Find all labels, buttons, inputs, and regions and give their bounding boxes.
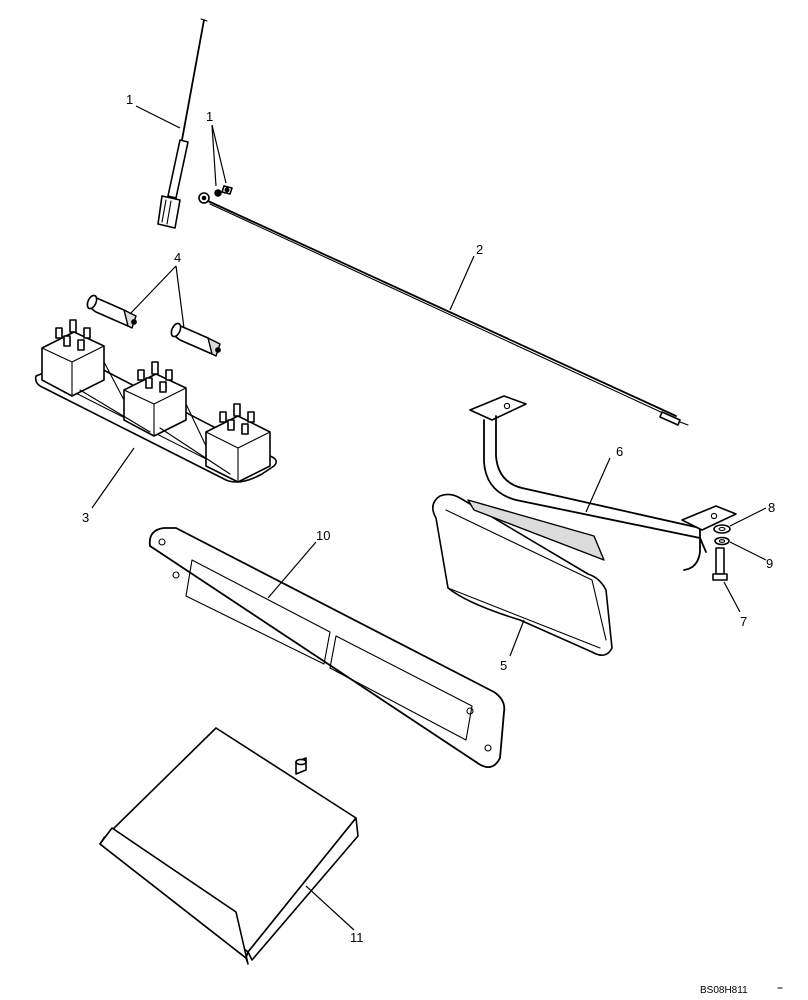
callout-4: 4 <box>174 250 181 265</box>
callout-3: 3 <box>82 510 89 525</box>
lamp-socket-terminals <box>55 319 255 435</box>
mirror-bolt <box>712 547 728 581</box>
callout-9: 9 <box>766 556 773 571</box>
callout-6: 6 <box>616 444 623 459</box>
antenna-whip <box>157 18 208 229</box>
lamp-bulb-upper <box>86 294 137 329</box>
callout-2: 2 <box>476 242 483 257</box>
lamp-housing <box>34 331 278 483</box>
callout-11: 11 <box>350 930 364 945</box>
callout-1-mount: 1 <box>206 109 213 124</box>
callout-8: 8 <box>768 500 775 515</box>
lamp-bulb-lower <box>170 322 221 357</box>
mirror-arm <box>469 395 737 571</box>
antenna-mount-hardware <box>214 185 233 197</box>
dome-light-box <box>99 727 359 965</box>
drawing-code: BS08H811 <box>700 985 748 996</box>
callout-1-antenna: 1 <box>126 92 133 107</box>
lamp-gasket <box>148 527 506 768</box>
leader-lines <box>91 105 767 931</box>
callout-10: 10 <box>316 528 330 543</box>
lock-washer <box>714 536 730 546</box>
mirror <box>432 493 613 656</box>
callout-7: 7 <box>740 614 747 629</box>
callout-5: 5 <box>500 658 507 673</box>
antenna-cable <box>198 192 689 426</box>
flat-washer <box>713 524 731 534</box>
